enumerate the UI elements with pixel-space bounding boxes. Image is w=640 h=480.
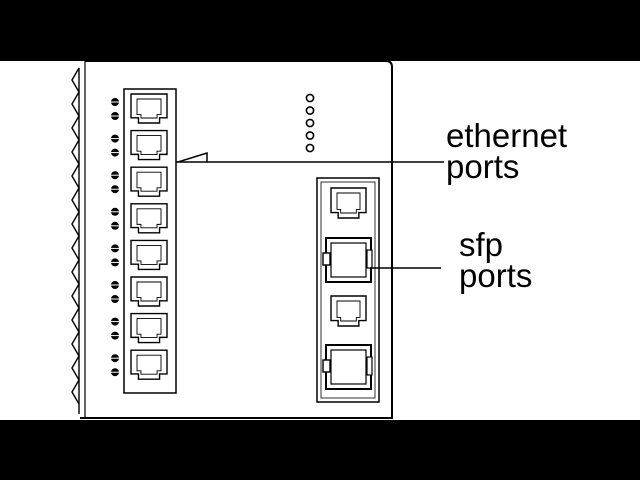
- combo-port-block: [316, 177, 380, 403]
- ethernet-port: [130, 129, 168, 161]
- switch-chassis: [80, 60, 393, 419]
- ethernet-port: [130, 349, 168, 380]
- ethernet-callout-line2: ports: [446, 148, 520, 185]
- status-led: [305, 93, 315, 103]
- ethernet-port: [130, 312, 168, 344]
- top-letterbox-bar: [0, 0, 640, 61]
- ethernet-port-contacts: [136, 244, 162, 265]
- din-rail-clip: [71, 67, 80, 414]
- ethernet-ports-callout: ethernet ports: [446, 117, 568, 185]
- ethernet-port: [130, 93, 168, 124]
- combo-port-frame-inner: [320, 181, 376, 399]
- sfp-latch-left: [322, 359, 331, 373]
- status-led: [305, 106, 315, 115]
- ethernet-port: [130, 239, 168, 271]
- status-led-column: [305, 93, 315, 153]
- sfp-latch-left: [322, 252, 331, 266]
- ethernet-port-contacts: [136, 135, 162, 156]
- combo-rj45-port: [330, 187, 367, 219]
- sfp-latch-right: [366, 249, 373, 269]
- ethernet-port-contacts: [136, 171, 162, 192]
- ethernet-port-contacts: [136, 318, 162, 339]
- ethernet-leader: [176, 151, 444, 163]
- ethernet-leader-arrowhead: [177, 151, 208, 163]
- sfp-cage-inner: [330, 242, 367, 278]
- ethernet-callout-line1: ethernet: [446, 117, 568, 154]
- sfp-cage: [325, 344, 372, 390]
- din-clip-teeth: [71, 67, 80, 405]
- ethernet-port: [130, 203, 168, 234]
- ethernet-port: [130, 276, 168, 307]
- ethernet-port-contacts: [136, 208, 162, 229]
- combo-port-frame-outer: [316, 177, 380, 403]
- status-led: [305, 118, 315, 128]
- status-led: [305, 131, 315, 140]
- ethernet-port-frame: [123, 88, 177, 394]
- sfp-ports-callout: sfp ports: [459, 226, 533, 294]
- sfp-callout-line2: ports: [459, 257, 533, 294]
- sfp-cage-inner: [330, 349, 367, 385]
- status-led: [305, 143, 315, 153]
- sfp-cage: [325, 237, 372, 283]
- bottom-letterbox-bar: [0, 420, 640, 480]
- ethernet-port-contacts: [136, 281, 162, 302]
- ethernet-led-column: [111, 98, 119, 377]
- sfp-latch-right: [366, 356, 373, 376]
- sfp-callout-line1: sfp: [459, 226, 504, 263]
- ethernet-port: [130, 166, 168, 197]
- combo-rj45-port: [330, 295, 367, 327]
- ethernet-port-contacts: [136, 98, 162, 119]
- combo-rj45-contacts: [336, 300, 361, 322]
- combo-rj45-contacts: [336, 192, 361, 214]
- ethernet-port-block: [123, 88, 177, 394]
- ethernet-port-contacts: [136, 354, 162, 375]
